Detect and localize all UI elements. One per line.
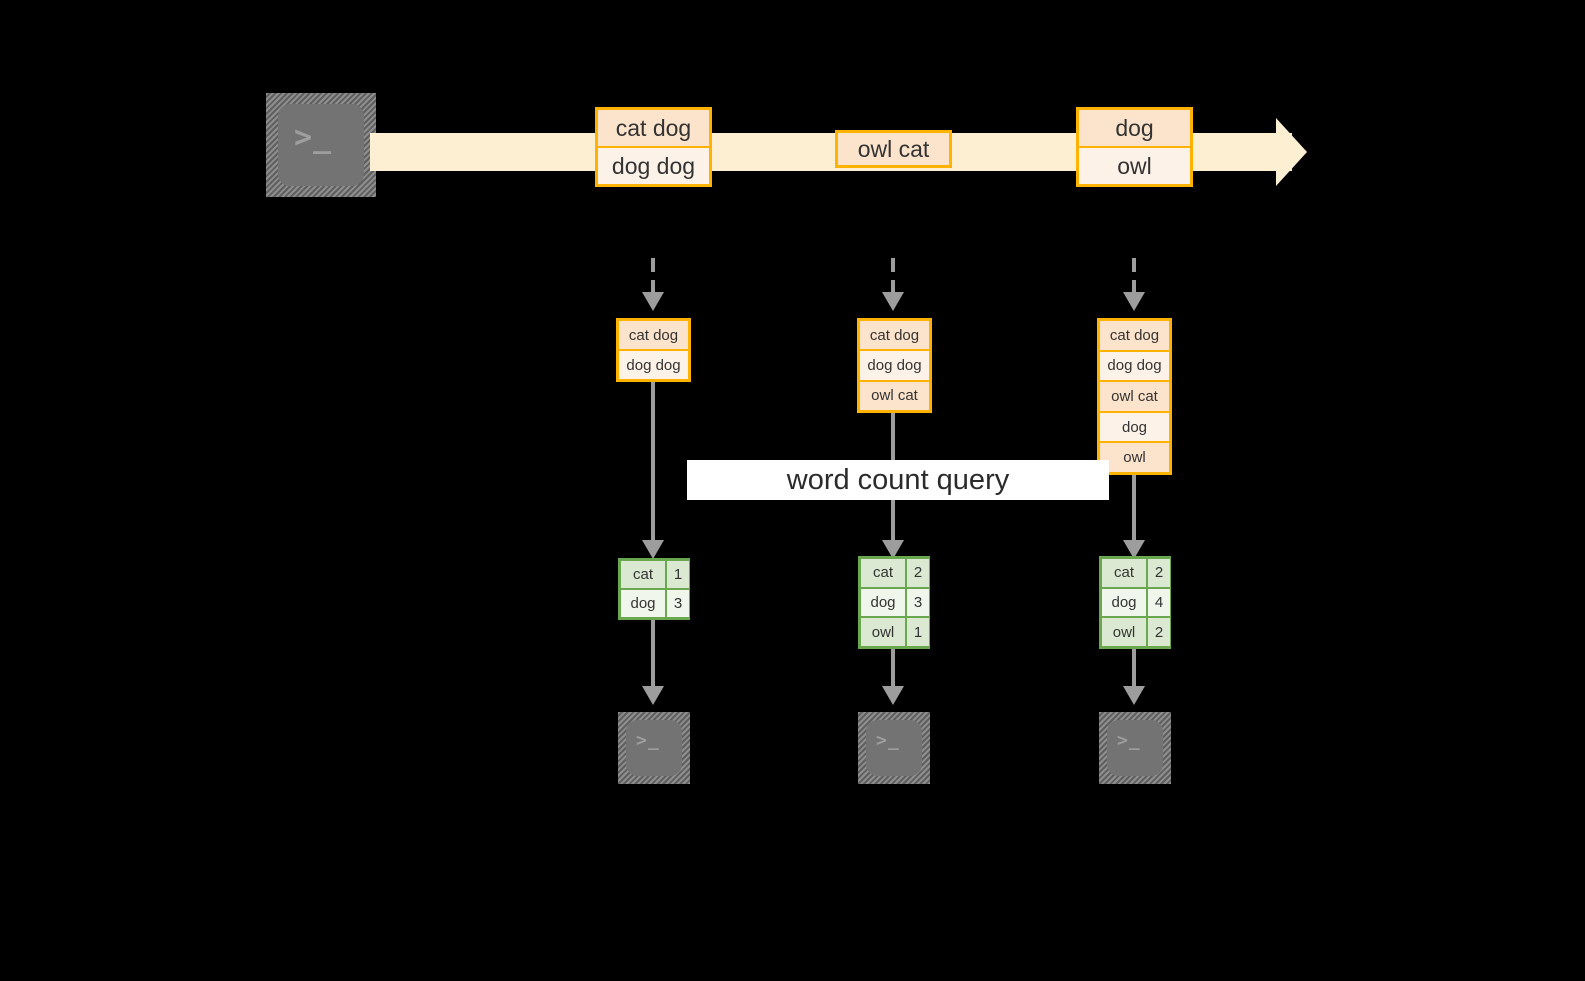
sink-terminal-icon-1: >_ (618, 712, 690, 784)
table-row: dog 3 (861, 586, 929, 617)
query-arrowhead-2 (882, 540, 904, 559)
query-arrowhead-1 (642, 540, 664, 559)
table-row: dog 4 (1102, 586, 1170, 617)
result-word: cat (861, 559, 905, 587)
result-word: dog (1102, 588, 1146, 617)
snapshot-2-input-row: dog dog (860, 349, 929, 380)
feed-arrowhead-2 (882, 292, 904, 311)
table-row: owl 1 (861, 616, 929, 647)
terminal-face (626, 720, 682, 776)
snapshot-3-input-row: owl (1100, 441, 1169, 472)
stream-event-1-line-2: dog dog (598, 146, 709, 184)
terminal-prompt-glyph: >_ (636, 730, 660, 751)
stream-event-3-line-2: owl (1079, 146, 1190, 184)
sink-connector-1 (651, 620, 655, 692)
snapshot-2-input-table[interactable]: cat dog dog dog owl cat (857, 318, 932, 413)
result-count: 4 (1146, 588, 1170, 617)
sink-terminal-icon-2: >_ (858, 712, 930, 784)
snapshot-3-input-row: dog (1100, 410, 1169, 442)
sink-arrowhead-1 (642, 686, 664, 705)
snapshot-1-input-table[interactable]: cat dog dog dog (616, 318, 691, 382)
result-word: dog (861, 588, 905, 617)
table-row: cat 1 (621, 561, 689, 588)
stream-event-3[interactable]: dog owl (1076, 107, 1193, 187)
result-count: 2 (905, 559, 929, 587)
sink-arrowhead-2 (882, 686, 904, 705)
feed-dash-1 (651, 258, 655, 294)
result-word: cat (1102, 559, 1146, 587)
result-count: 3 (905, 588, 929, 617)
stream-arrow-head (1276, 118, 1307, 186)
terminal-prompt-glyph: >_ (876, 730, 900, 751)
snapshot-1-input-row: cat dog (619, 321, 688, 349)
sink-terminal-icon-3: >_ (1099, 712, 1171, 784)
result-count: 2 (1146, 559, 1170, 587)
feed-arrowhead-3 (1123, 292, 1145, 311)
query-connector-3 (1132, 475, 1136, 550)
stream-event-3-line-1: dog (1079, 110, 1190, 146)
feed-dash-2 (891, 258, 895, 294)
result-count: 3 (665, 590, 689, 617)
snapshot-3-input-row: owl cat (1100, 380, 1169, 411)
source-terminal-icon: >_ (266, 93, 376, 197)
query-banner: word count query (687, 460, 1109, 500)
snapshot-3-input-row: cat dog (1100, 321, 1169, 350)
snapshot-1-result-table[interactable]: cat 1 dog 3 (618, 558, 690, 620)
sink-connector-2 (891, 649, 895, 692)
snapshot-3-input-table[interactable]: cat dog dog dog owl cat dog owl (1097, 318, 1172, 475)
sink-arrowhead-3 (1123, 686, 1145, 705)
snapshot-1-input-row: dog dog (619, 349, 688, 379)
result-count: 2 (1146, 618, 1170, 647)
result-word: dog (621, 590, 665, 617)
query-arrowhead-3 (1123, 540, 1145, 559)
snapshot-2-input-row: owl cat (860, 379, 929, 410)
terminal-face (278, 104, 364, 186)
feed-dash-3 (1132, 258, 1136, 294)
table-row: cat 2 (861, 559, 929, 587)
result-word: owl (861, 618, 905, 647)
table-row: cat 2 (1102, 559, 1170, 587)
snapshot-3-result-table[interactable]: cat 2 dog 4 owl 2 (1099, 556, 1171, 649)
terminal-face (866, 720, 922, 776)
result-count: 1 (665, 561, 689, 588)
snapshot-2-result-table[interactable]: cat 2 dog 3 owl 1 (858, 556, 930, 649)
terminal-face (1107, 720, 1163, 776)
terminal-prompt-glyph: >_ (294, 120, 333, 155)
feed-arrowhead-1 (642, 292, 664, 311)
result-word: owl (1102, 618, 1146, 647)
stream-event-1-line-1: cat dog (598, 110, 709, 146)
table-row: dog 3 (621, 588, 689, 617)
result-word: cat (621, 561, 665, 588)
snapshot-2-input-row: cat dog (860, 321, 929, 350)
query-banner-label: word count query (786, 463, 1010, 496)
stream-event-2-line-1: owl cat (838, 133, 949, 165)
query-connector-1 (651, 382, 655, 550)
stream-event-1[interactable]: cat dog dog dog (595, 107, 712, 187)
table-row: owl 2 (1102, 616, 1170, 647)
snapshot-3-input-row: dog dog (1100, 349, 1169, 381)
stream-event-2[interactable]: owl cat (835, 130, 952, 168)
result-count: 1 (905, 618, 929, 647)
terminal-prompt-glyph: >_ (1117, 730, 1141, 751)
sink-connector-3 (1132, 649, 1136, 692)
